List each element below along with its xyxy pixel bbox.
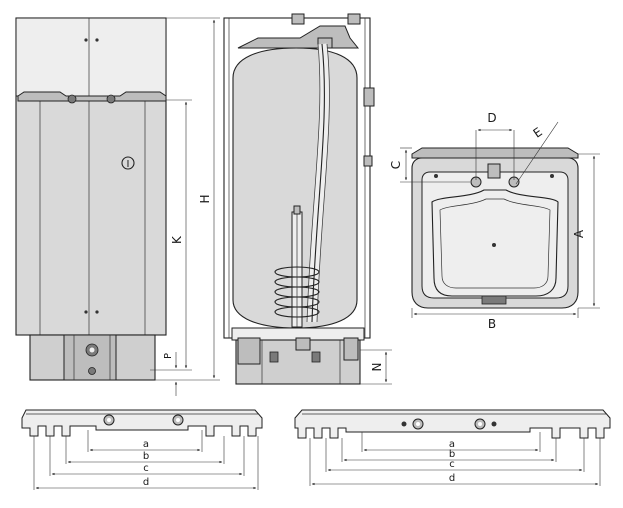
- top-view: [411, 147, 579, 309]
- side-section-view: [223, 13, 375, 385]
- n-dimension: N: [360, 349, 392, 385]
- left-a-label: a: [143, 439, 149, 450]
- width-label: B: [488, 317, 496, 331]
- mount-height-label: K: [170, 235, 184, 244]
- depth-label: A: [572, 229, 586, 238]
- width-dimension: B: [411, 308, 579, 331]
- right-bracket-detail: a b c d: [294, 409, 611, 486]
- front-mounting-bracket: [17, 91, 167, 102]
- p-label: P: [163, 353, 174, 359]
- right-a-label: a: [449, 439, 455, 450]
- height-label: H: [198, 194, 212, 203]
- right-bracket: [294, 409, 611, 439]
- height-dimension: H: [155, 17, 220, 381]
- c-label: C: [389, 161, 403, 169]
- c-dimension: C: [389, 147, 470, 183]
- n-label: N: [370, 363, 384, 372]
- depth-dimension: A: [572, 153, 600, 309]
- d-top-label: D: [487, 111, 496, 125]
- mount-height-dimension: K: [150, 99, 192, 371]
- left-bracket: [21, 409, 263, 437]
- p-dimension: P: [163, 352, 178, 396]
- right-b-label: b: [449, 449, 455, 460]
- e-label: E: [531, 125, 545, 141]
- right-d-label: d: [449, 473, 455, 484]
- right-c-label: c: [449, 459, 455, 470]
- front-view: I: [15, 17, 167, 381]
- left-b-label: b: [143, 451, 149, 462]
- d-top-dimension: D: [475, 111, 515, 180]
- heat-exchanger-coil: [274, 266, 320, 318]
- left-c-label: c: [143, 463, 149, 474]
- front-indicator-label: I: [127, 159, 130, 170]
- front-indicator-circle: [121, 156, 135, 170]
- left-bracket-detail: a b c d: [21, 409, 263, 490]
- left-d-label: d: [143, 477, 149, 488]
